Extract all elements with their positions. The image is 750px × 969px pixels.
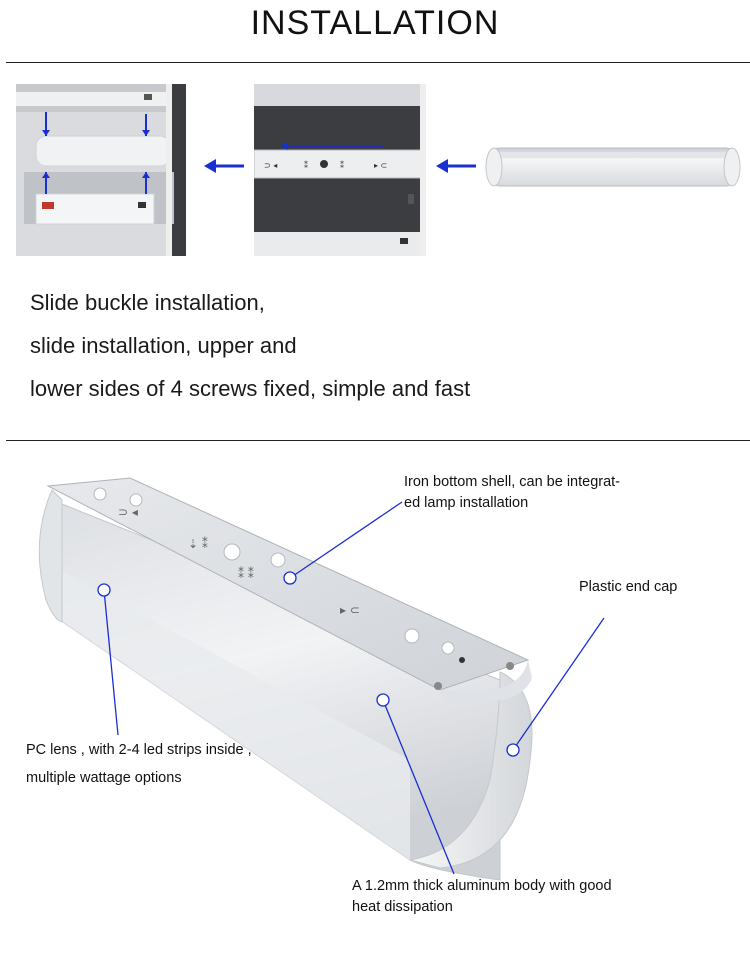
callout-pc-lens: PC lens , with 2-4 led strips inside , m… [26, 742, 252, 786]
installation-step-1: Slide buckle installation, [30, 290, 265, 315]
callout-end-cap: Plastic end cap [579, 579, 678, 595]
photo-installed-fixtures [16, 84, 186, 256]
svg-text:⊃ ◂: ⊃ ◂ [264, 161, 277, 170]
svg-text:▸ ⊂: ▸ ⊂ [374, 161, 388, 170]
installation-step-2: slide installation, upper and [30, 333, 297, 358]
product-diagram: ⊃ ◂ ⇣ ⁑ ⁑ ⁑ ▸ ⊂ [38, 477, 605, 881]
svg-text:⊃ ◂: ⊃ ◂ [118, 505, 138, 519]
svg-text:⁑: ⁑ [340, 159, 344, 170]
photo-mounting-plate: ⊃ ◂ ▸ ⊂ ⁑ ⁑ [254, 84, 426, 256]
callout-aluminum-body: A 1.2mm thick aluminum body with good he… [352, 878, 612, 915]
svg-text:⇣ ⁑: ⇣ ⁑ [188, 536, 208, 551]
photo-fixture [482, 142, 744, 194]
arrow-left-icon [204, 159, 244, 173]
installation-step-3: lower sides of 4 screws fixed, simple an… [30, 376, 471, 401]
svg-text:⁑ ⁑: ⁑ ⁑ [238, 566, 254, 581]
arrow-left-icon [436, 159, 476, 173]
svg-text:▸ ⊂: ▸ ⊂ [340, 603, 360, 617]
divider-middle [6, 440, 750, 441]
divider-top [6, 62, 750, 63]
page-title: INSTALLATION [250, 4, 500, 42]
svg-text:⁑: ⁑ [304, 159, 308, 170]
callout-bottom-shell: Iron bottom shell, can be integrat- ed l… [404, 474, 621, 511]
